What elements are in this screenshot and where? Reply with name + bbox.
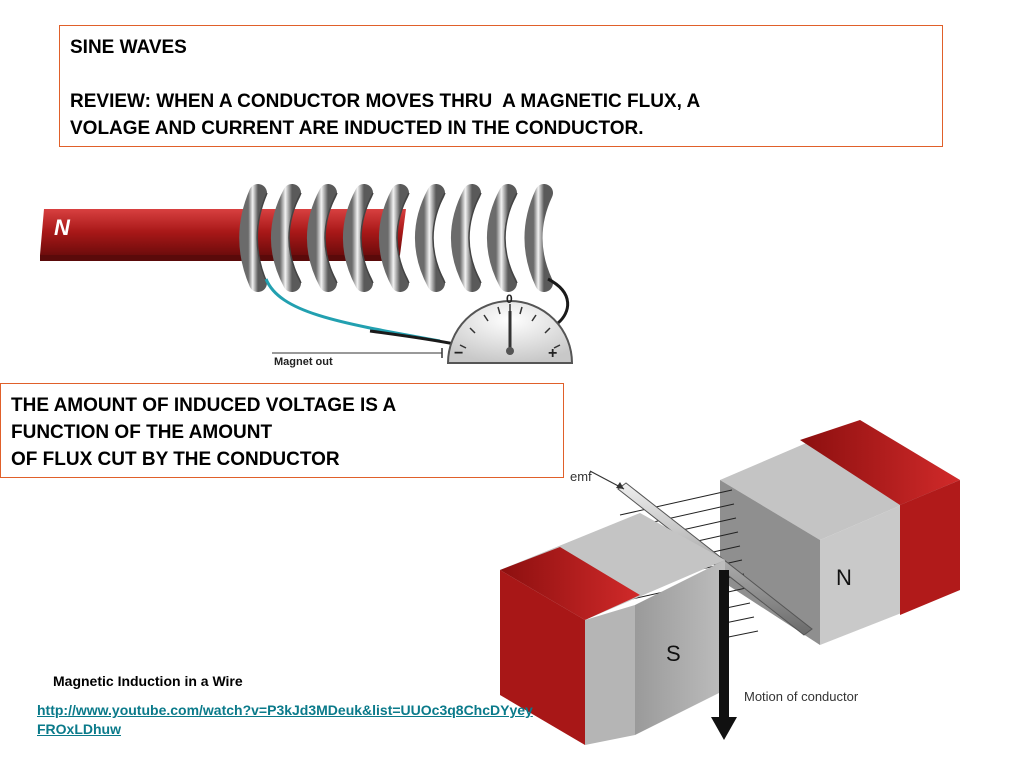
statement-line-2: FUNCTION OF THE AMOUNT [11, 422, 273, 443]
slide-title: SINE WAVES [70, 37, 187, 58]
header-box: SINE WAVES REVIEW: WHEN A CONDUCTOR MOVE… [59, 25, 943, 147]
video-caption: Magnetic Induction in a Wire [53, 673, 243, 689]
review-line-1: REVIEW: WHEN A CONDUCTOR MOVES THRU A MA… [70, 91, 701, 112]
meter-zero: 0 [506, 292, 513, 306]
video-link[interactable]: http://www.youtube.com/watch?v=P3kJd3MDe… [37, 702, 533, 737]
south-pole-label: S [666, 641, 681, 666]
motion-label: Motion of conductor [744, 689, 859, 704]
coil-caption: Magnet out [274, 356, 333, 368]
wire-right [547, 277, 570, 325]
meter-minus: − [454, 345, 463, 362]
coil [239, 184, 553, 292]
statement-line-3: OF FLUX CUT BY THE CONDUCTOR [11, 449, 340, 470]
statement-box: THE AMOUNT OF INDUCED VOLTAGE IS A FUNCT… [0, 383, 564, 478]
coil-magnet-diagram: N 0 − + [40, 184, 574, 368]
motion-arrow [711, 717, 737, 740]
magnet-pole-label: N [54, 215, 71, 240]
emf-label: emf [570, 469, 592, 484]
north-pole-label: N [836, 565, 852, 590]
conductor-field-diagram: N emf S Motion of conductor [500, 420, 960, 745]
spacer [70, 61, 932, 88]
south-magnet-face [635, 560, 725, 735]
review-line-2: VOLAGE AND CURRENT ARE INDUCTED IN THE C… [70, 118, 644, 139]
statement-line-1: THE AMOUNT OF INDUCED VOLTAGE IS A [11, 395, 397, 416]
meter-plus: + [548, 345, 557, 362]
north-magnet-face [720, 480, 820, 645]
